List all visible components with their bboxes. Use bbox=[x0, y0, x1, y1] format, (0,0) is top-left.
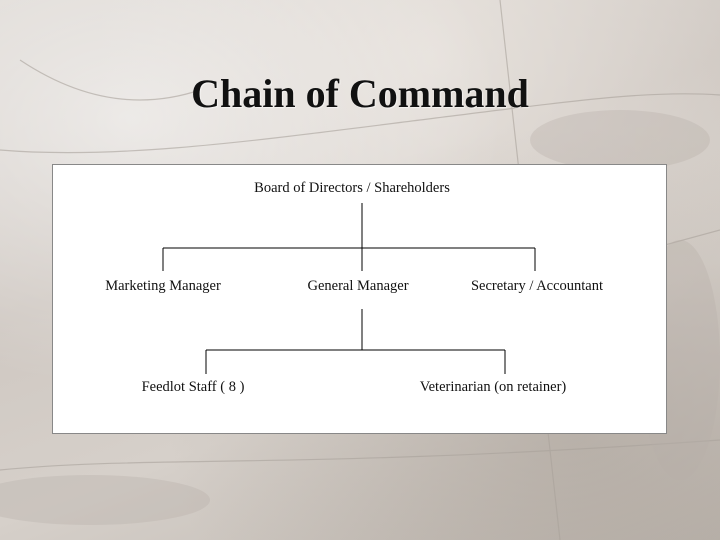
node-feedlot-staff: Feedlot Staff ( 8 ) bbox=[141, 379, 245, 395]
node-secretary-accountant: Secretary / Accountant bbox=[470, 278, 604, 294]
node-general-manager: General Manager bbox=[307, 278, 409, 294]
page-title: Chain of Command bbox=[191, 71, 529, 116]
org-chart-panel: Board of Directors / Shareholders Market… bbox=[52, 164, 667, 434]
node-marketing-manager: Marketing Manager bbox=[105, 278, 221, 294]
org-chart-connectors bbox=[162, 203, 536, 374]
node-board-of-directors: Board of Directors / Shareholders bbox=[254, 180, 450, 196]
node-veterinarian: Veterinarian (on retainer) bbox=[419, 379, 567, 395]
